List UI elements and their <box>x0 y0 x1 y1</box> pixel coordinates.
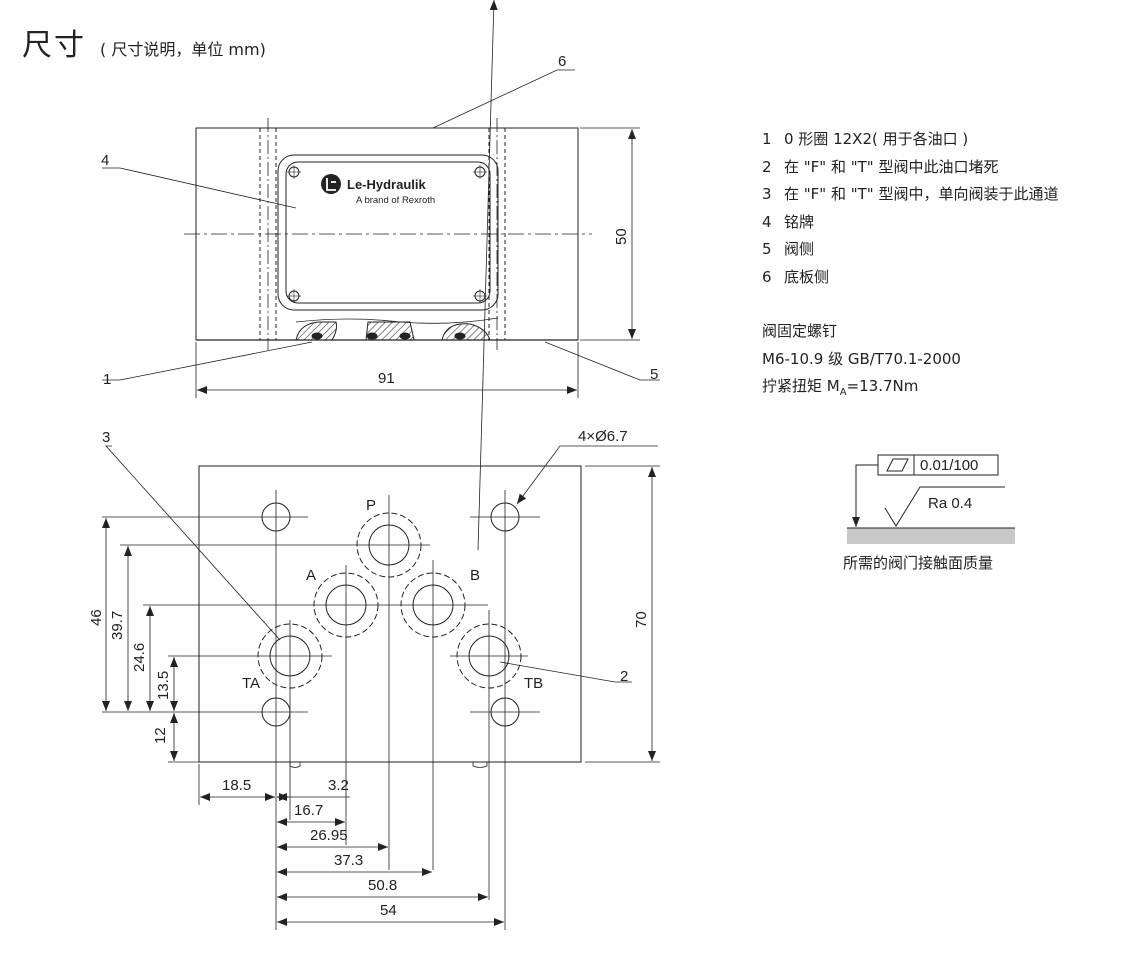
o-ring-icon <box>454 332 466 340</box>
dim-label-24-6: 24.6 <box>131 643 148 672</box>
port-label-a: A <box>306 567 316 584</box>
dim-label-39-7: 39.7 <box>109 611 126 640</box>
dim-label-18-5: 18.5 <box>222 777 251 794</box>
roughness-icon <box>884 486 1005 527</box>
dim-label-13-5: 13.5 <box>155 671 172 700</box>
callout-4: 4 <box>101 152 109 169</box>
bottom-view <box>102 0 660 930</box>
flatness-icon <box>886 458 909 472</box>
port-label-tb: TB <box>524 675 543 692</box>
top-view <box>102 69 660 398</box>
port-label-p: P <box>366 497 376 514</box>
screw-torque: 拧紧扭矩 MA=13.7Nm <box>762 377 919 398</box>
callout-5: 6 <box>558 53 566 70</box>
seal-section <box>295 321 337 341</box>
mounting-holes <box>261 502 520 727</box>
screw-standard: M6-10.9 级 GB/T70.1-2000 <box>762 349 961 368</box>
surface-quality-label: 所需的阀门接触面质量 <box>843 554 994 572</box>
ports <box>257 512 522 689</box>
dim-label-50-8: 50.8 <box>368 877 397 894</box>
brand-logo: Le-Hydraulik A brand of Rexroth <box>321 174 435 206</box>
roughness-value: Ra 0.4 <box>928 495 972 512</box>
screw-title: 阀固定螺钉 <box>762 322 838 340</box>
callout-2: 2 <box>620 668 628 685</box>
o-ring-icon <box>311 332 323 340</box>
nameplate-outline <box>277 154 499 311</box>
dim-label-54: 54 <box>380 902 397 919</box>
bottom-view-body <box>198 465 582 763</box>
screw-spec: 阀固定螺钉 M6-10.9 级 GB/T70.1-2000 拧紧扭矩 MA=13… <box>762 318 961 407</box>
brand-name: Le-Hydraulik <box>347 177 427 192</box>
dim-label-26-95: 26.95 <box>310 827 348 844</box>
port-label-b: B <box>470 567 480 584</box>
page-heading: 尺寸 ( 尺寸说明，单位 mm) <box>22 20 266 64</box>
dim-label-37-3: 37.3 <box>334 852 363 869</box>
dim-label-16-7: 16.7 <box>294 802 323 819</box>
dim-label-12: 12 <box>152 727 169 744</box>
dim-label-height: 50 <box>613 228 630 245</box>
dim-label-70: 70 <box>633 611 650 628</box>
flatness-value: 0.01/100 <box>920 457 978 474</box>
dim-label-width: 91 <box>378 370 395 387</box>
port-label-ta: TA <box>242 675 260 692</box>
callout-6: 5 <box>650 366 658 383</box>
dim-label-3-2: 3.2 <box>328 777 349 794</box>
o-ring-icon <box>366 332 378 340</box>
hole-note: 4×Ø6.7 <box>578 428 628 445</box>
o-ring-icon <box>399 332 411 340</box>
dim-label-46: 46 <box>88 609 105 626</box>
brand-tagline: A brand of Rexroth <box>356 195 435 206</box>
callout-1: 1 <box>103 371 111 388</box>
surface-plate <box>847 528 1015 544</box>
page-subtitle: ( 尺寸说明，单位 mm) <box>100 40 266 59</box>
callout-3: 3 <box>102 429 110 446</box>
page-title: 尺寸 <box>22 28 86 63</box>
surface-quality-symbol <box>847 454 1015 544</box>
